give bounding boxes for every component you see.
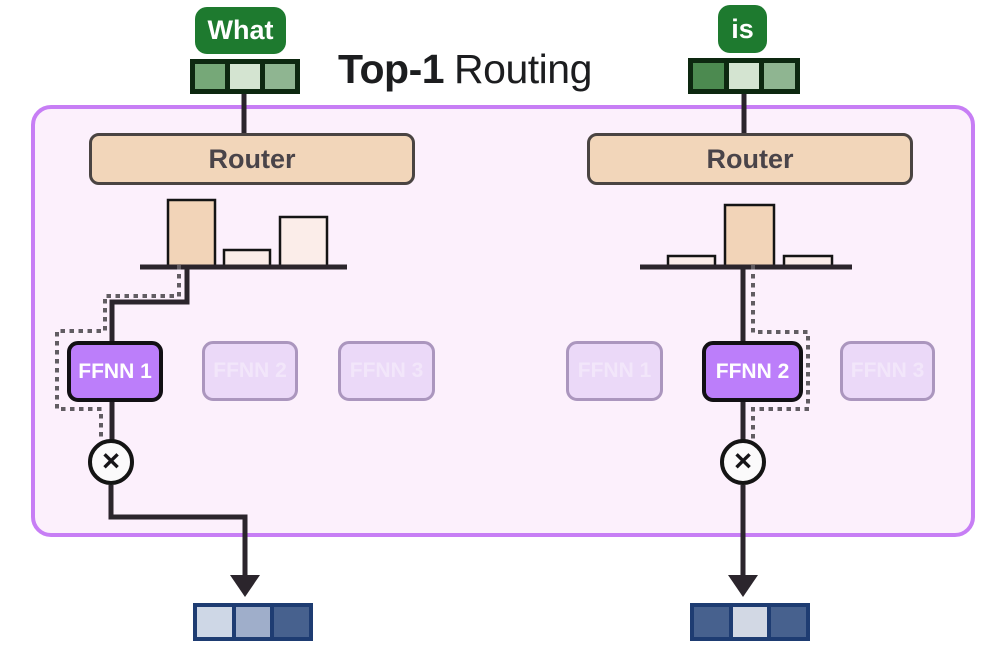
expert-ffnn-1-right: FFNN 1	[566, 341, 663, 401]
title-regular: Routing	[454, 46, 592, 92]
output-embedding-right	[690, 603, 810, 641]
router-box-left: Router	[89, 133, 415, 185]
embedding-cell	[195, 64, 225, 89]
embedding-cell	[230, 64, 260, 89]
embedding-cell	[274, 607, 310, 637]
expert-ffnn-2-left: FFNN 2	[202, 341, 298, 401]
expert-ffnn-3-right: FFNN 3	[840, 341, 935, 401]
embedding-cell	[732, 607, 768, 637]
embedding-cell	[694, 607, 729, 637]
multiply-icon: ×	[88, 439, 134, 485]
output-embedding-left	[193, 603, 313, 641]
embedding-cell	[197, 607, 232, 637]
title-bold: Top-1	[338, 46, 445, 92]
token-embedding-is	[688, 58, 800, 94]
embedding-cell	[235, 607, 271, 637]
embedding-cell	[693, 63, 724, 89]
arrow-down-icon	[728, 575, 758, 597]
multiply-icon: ×	[720, 439, 766, 485]
token-is: is	[718, 5, 767, 53]
arrow-down-icon	[230, 575, 260, 597]
expert-ffnn-1-left: FFNN 1	[67, 341, 163, 402]
expert-ffnn-2-right: FFNN 2	[702, 341, 803, 402]
token-embedding-what	[190, 59, 300, 94]
token-what: What	[195, 7, 286, 54]
router-box-right: Router	[587, 133, 913, 185]
expert-ffnn-3-left: FFNN 3	[338, 341, 435, 401]
embedding-cell	[764, 63, 796, 89]
embedding-cell	[265, 64, 295, 89]
embedding-cell	[728, 63, 760, 89]
embedding-cell	[771, 607, 807, 637]
